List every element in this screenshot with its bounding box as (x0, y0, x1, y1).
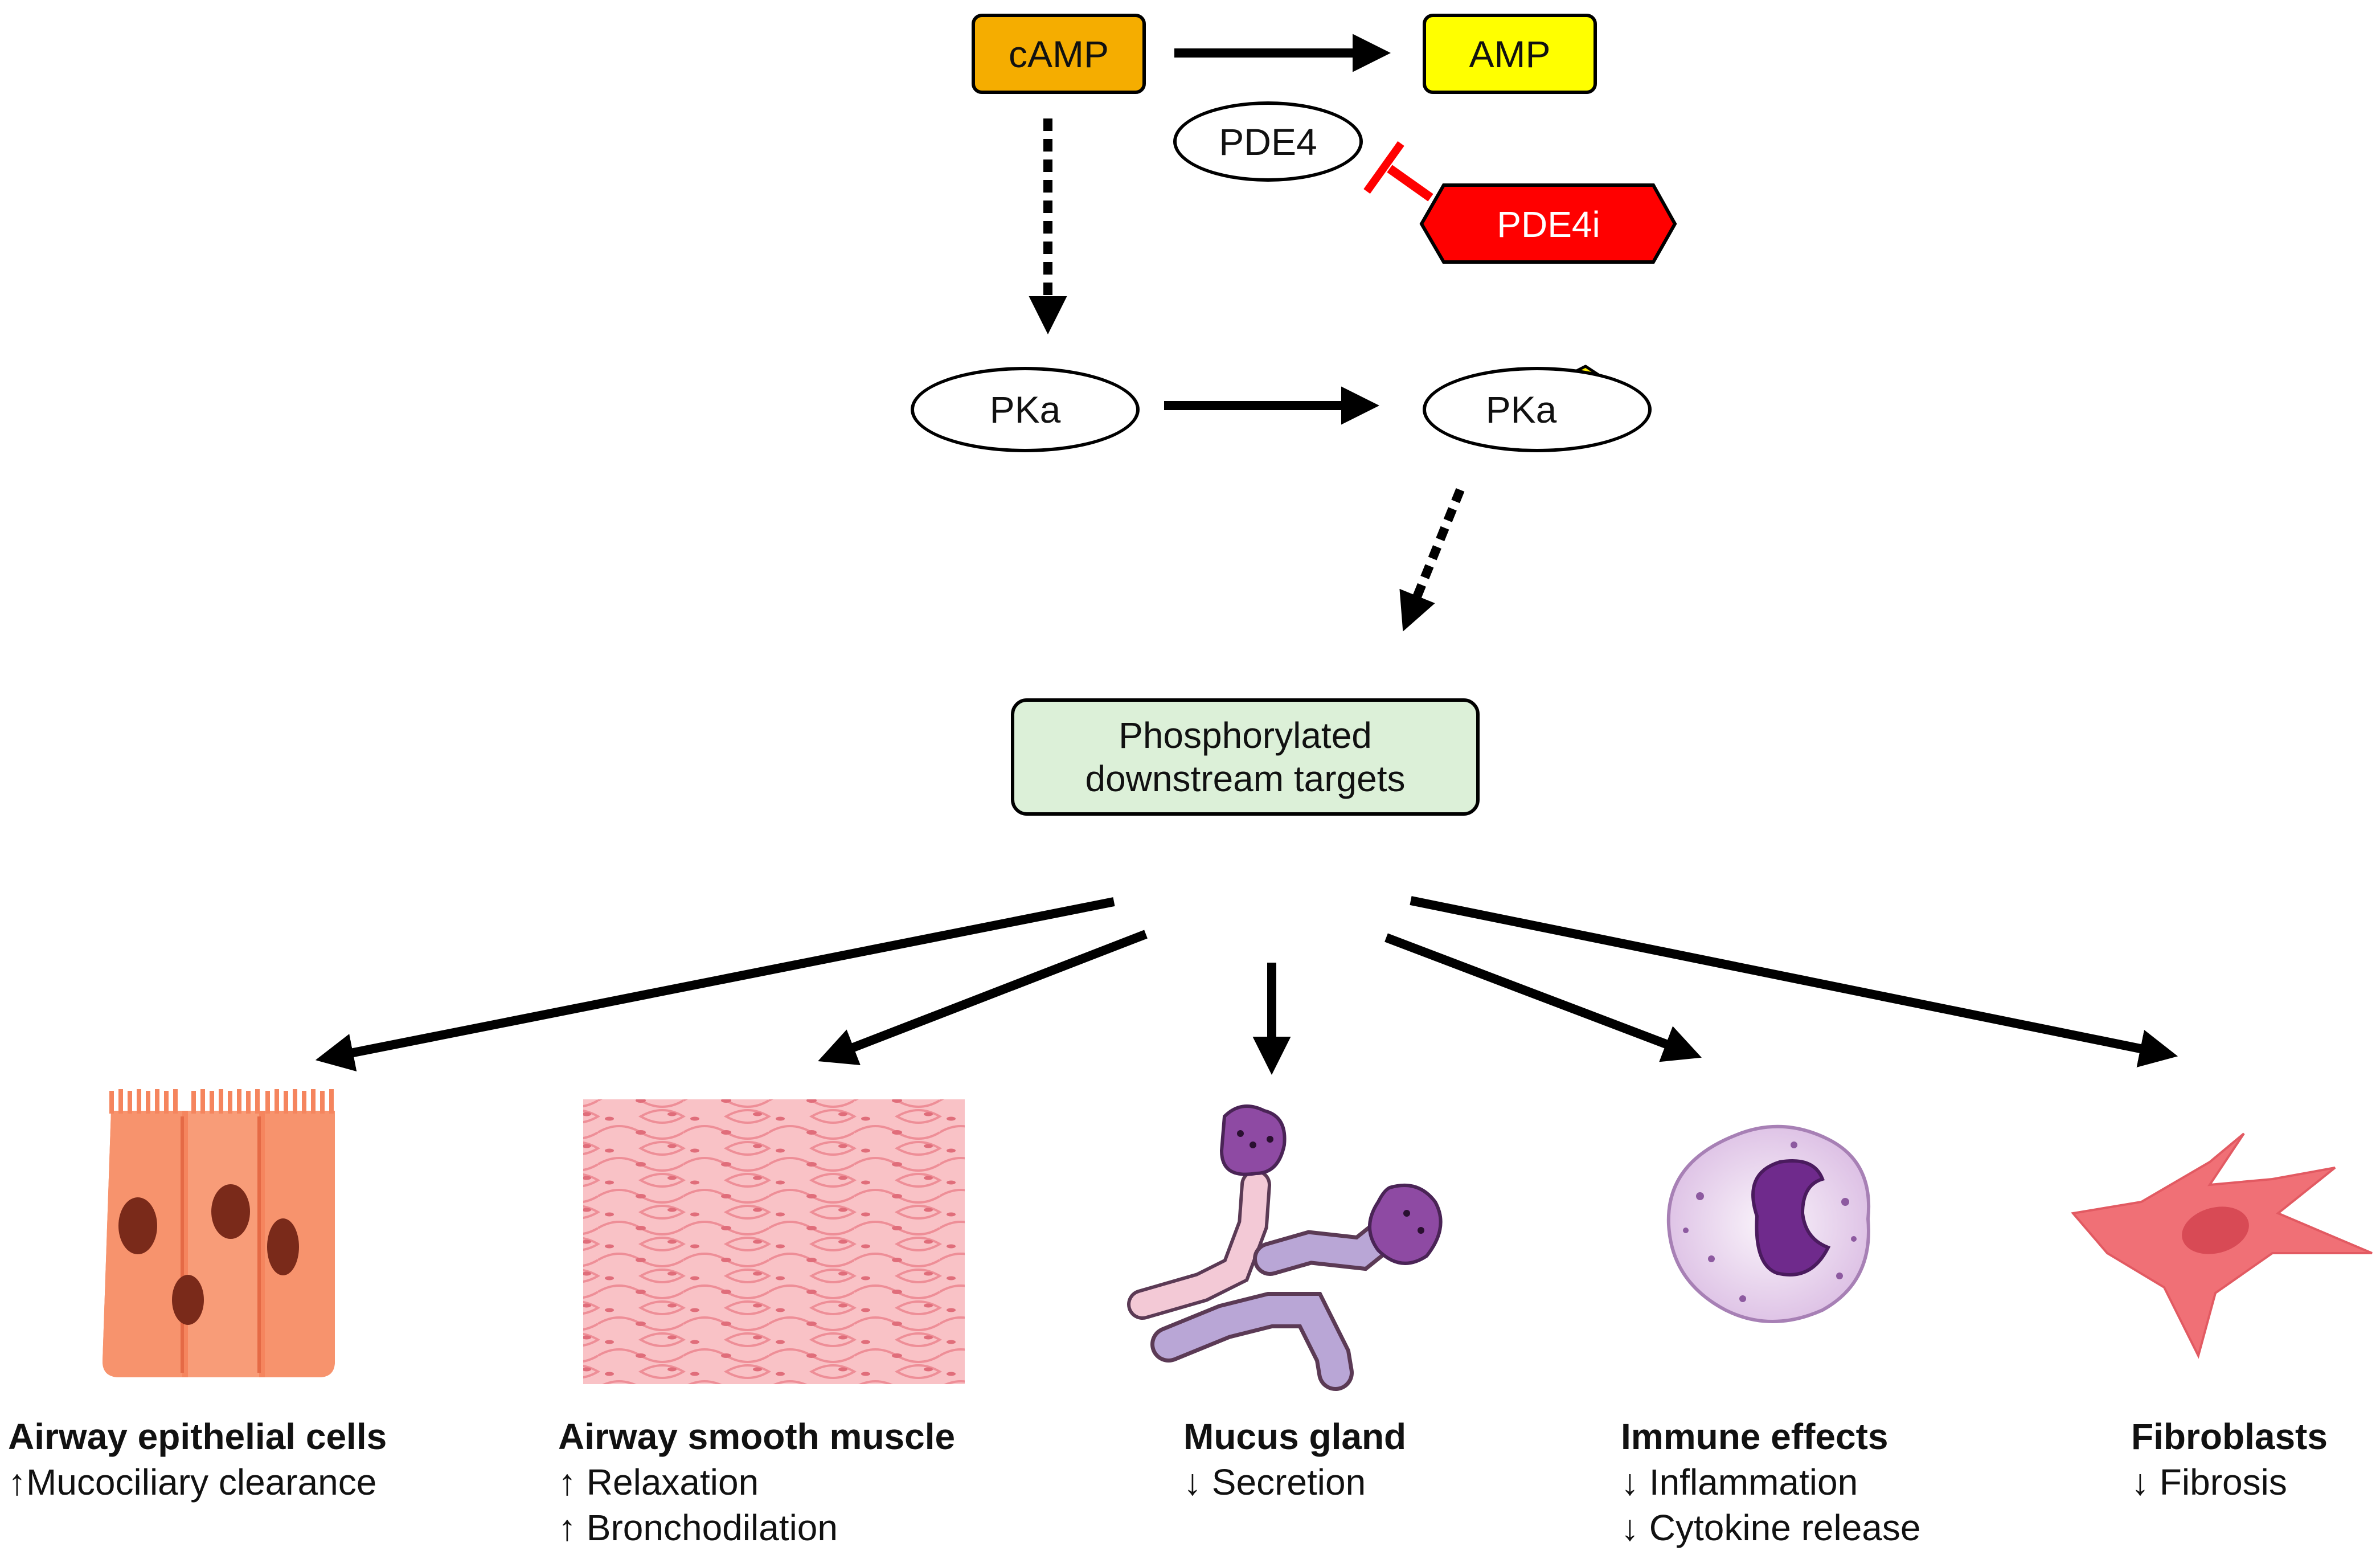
caption-title: Immune effects (1621, 1416, 1889, 1457)
caption-line: ↑ Bronchodilation (558, 1507, 838, 1548)
caption-title: Mucus gland (1183, 1416, 1407, 1457)
caption-line: ↑Mucociliary clearance (8, 1462, 377, 1503)
immune-cell-icon (1666, 1124, 1871, 1323)
inhibition-bar (1363, 141, 1404, 194)
pka-active-label: PKa (1485, 388, 1557, 431)
caption-title: Airway epithelial cells (8, 1416, 387, 1457)
camp-label: cAMP (1008, 32, 1109, 75)
caption-line: ↓ Secretion (1183, 1462, 1366, 1503)
pde4i-label: PDE4i (1497, 204, 1600, 245)
arrow-to-immune (1384, 933, 1702, 1062)
amp-box: AMP (1423, 14, 1597, 94)
arrow-to-fibroblast (1410, 896, 2178, 1067)
caption-title: Fibroblasts (2131, 1416, 2328, 1457)
pde4-ellipse: PDE4 (1173, 101, 1363, 182)
caption-smooth-muscle: Airway smooth muscle ↑ Relaxation ↑ Bron… (558, 1414, 955, 1550)
camp-box: cAMP (972, 14, 1146, 94)
caption-title: Airway smooth muscle (558, 1416, 956, 1457)
caption-line: ↓ Cytokine release (1621, 1507, 1921, 1548)
targets-line1: Phosphorylated (1119, 715, 1372, 756)
pka-inactive-ellipse: PKa (911, 367, 1140, 452)
caption-epithelial: Airway epithelial cells ↑Mucociliary cle… (8, 1414, 387, 1505)
mucus-gland-icon (1127, 1104, 1443, 1391)
caption-immune: Immune effects ↓ Inflammation ↓ Cytokine… (1621, 1414, 1920, 1550)
amp-label: AMP (1469, 32, 1551, 75)
pka-active-ellipse: PKa (1423, 367, 1652, 452)
phosphorylated-targets-box: Phosphorylated downstream targets (1011, 698, 1480, 816)
caption-line: ↑ Relaxation (558, 1462, 759, 1503)
smooth-muscle-icon (583, 1099, 965, 1384)
caption-fibroblasts: Fibroblasts ↓ Fibrosis (2131, 1414, 2328, 1505)
caption-mucus-gland: Mucus gland ↓ Secretion (1183, 1414, 1406, 1505)
caption-line: ↓ Inflammation (1621, 1462, 1858, 1503)
pde4-label: PDE4 (1219, 120, 1317, 163)
epithelial-cells-icon (103, 1089, 335, 1377)
fibroblast-icon (2071, 1132, 2373, 1359)
arrow-pka-to-targets (1399, 488, 1465, 632)
inhibition-line (1387, 165, 1433, 202)
arrow-to-smooth-muscle (818, 930, 1148, 1066)
pka-label: PKa (989, 388, 1061, 431)
caption-line: ↓ Fibrosis (2131, 1462, 2287, 1503)
pde4i-hexagon (1419, 183, 1677, 264)
arrow-to-epithelial (315, 897, 1115, 1072)
targets-line2: downstream targets (1085, 758, 1406, 799)
